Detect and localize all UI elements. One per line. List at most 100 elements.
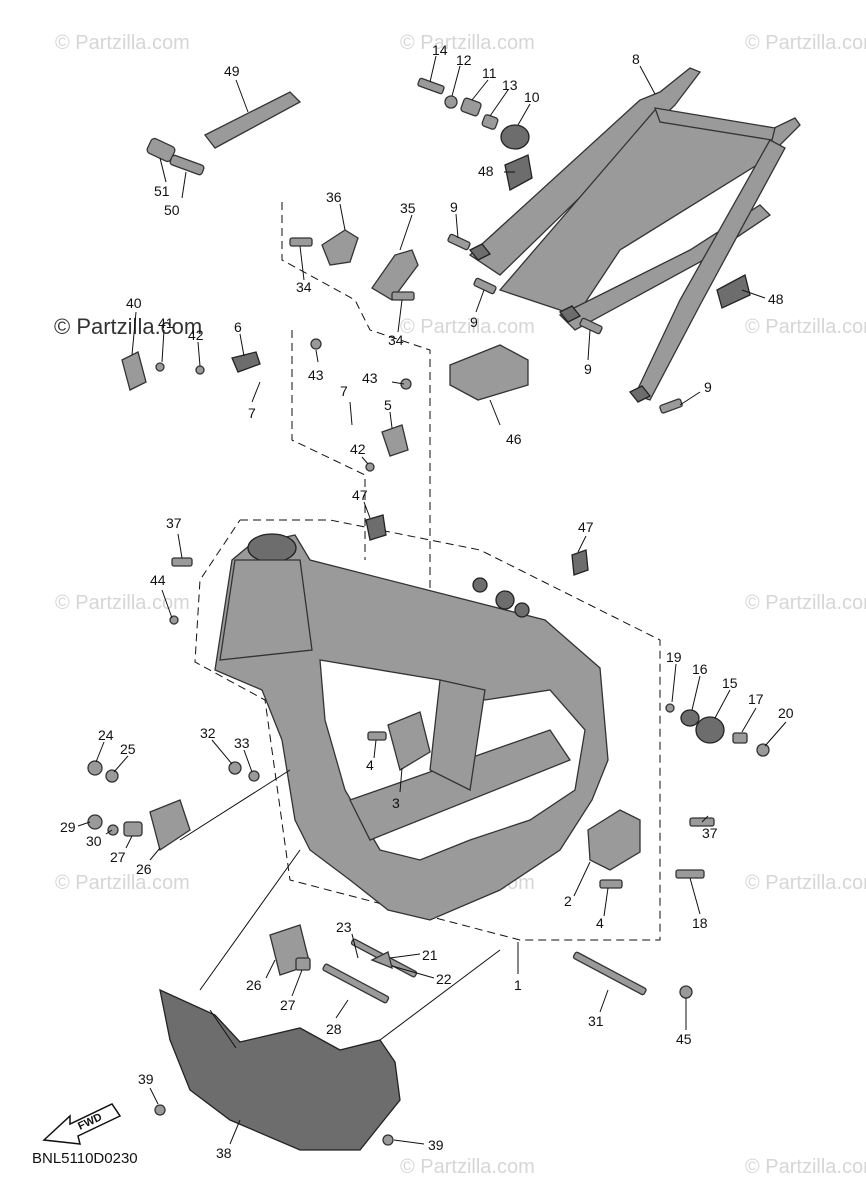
watermark: © Partzilla.com	[400, 32, 535, 54]
callout-label: 40	[126, 295, 142, 311]
callout-label: 39	[138, 1071, 154, 1087]
collar	[680, 709, 700, 727]
watermark: © Partzilla.com	[745, 1156, 866, 1178]
callout-label: 28	[326, 1021, 342, 1037]
callout-label: 29	[60, 819, 76, 835]
callout-label: 15	[722, 675, 738, 691]
clamp	[370, 951, 393, 970]
washer	[105, 769, 119, 783]
nut	[87, 814, 103, 830]
callout-label: 26	[136, 861, 152, 877]
callout-label: 1	[514, 977, 522, 993]
nut	[365, 462, 375, 472]
bolt	[154, 1104, 166, 1116]
skid-plate	[159, 988, 401, 1151]
callout-label: 47	[578, 519, 594, 535]
engine-mount-bracket	[149, 799, 191, 852]
callout-label: 39	[428, 1137, 444, 1153]
callout-label: 2	[564, 893, 572, 909]
callout-label: 23	[336, 919, 352, 935]
callout-label: 8	[632, 51, 640, 67]
nut	[679, 985, 693, 999]
bracket	[321, 229, 359, 266]
callout-label: 34	[296, 279, 312, 295]
watermark: © Partzilla.com	[55, 872, 190, 894]
callout-label: 34	[388, 332, 404, 348]
callout-label: 20	[778, 705, 794, 721]
engine-mount-bracket	[587, 809, 641, 871]
callout-label: 37	[166, 515, 182, 531]
long-bolt	[572, 951, 647, 996]
callout-label: 21	[422, 947, 438, 963]
callout-label: 33	[234, 735, 250, 751]
callout-label: 51	[154, 183, 170, 199]
callout-label: 9	[470, 314, 478, 330]
callout-label: 16	[692, 661, 708, 677]
nut	[155, 362, 165, 372]
bolt	[289, 237, 313, 247]
collar	[123, 821, 143, 837]
washer	[248, 770, 260, 782]
collar	[732, 732, 748, 744]
clamp	[381, 424, 409, 457]
callout-label: 4	[366, 757, 374, 773]
callout-label: 36	[326, 189, 342, 205]
callout-label: 30	[86, 833, 102, 849]
callout-label: 13	[502, 77, 518, 93]
callout-label: 46	[506, 431, 522, 447]
callout-label: 48	[478, 163, 494, 179]
assembly-outline	[291, 330, 366, 560]
callout-label: 43	[308, 367, 324, 383]
strut-arm	[204, 91, 302, 149]
callout-label: 17	[748, 691, 764, 707]
bolt	[599, 879, 623, 889]
callout-label: 42	[188, 327, 204, 343]
callout-label: 37	[702, 825, 718, 841]
callout-label: 6	[234, 319, 242, 335]
callout-label: 44	[150, 572, 166, 588]
watermark: © Partzilla.com	[400, 316, 535, 338]
watermark: © Partzilla.com	[55, 32, 190, 54]
callout-label: 43	[362, 370, 378, 386]
clip	[121, 351, 147, 391]
watermark: © Partzilla.com	[55, 592, 190, 614]
callout-label: 47	[352, 487, 368, 503]
callout-label: 18	[692, 915, 708, 931]
rubber-pad	[504, 154, 533, 191]
assembly-outline	[194, 519, 661, 941]
callout-label: 7	[340, 383, 348, 399]
cable-guide	[571, 549, 589, 576]
callout-label: 10	[524, 89, 540, 105]
rear-subframe	[468, 67, 801, 403]
cable-guide	[365, 514, 387, 541]
callout-label: 9	[450, 199, 458, 215]
callout-label: 14	[432, 42, 448, 58]
callout-label: 5	[384, 397, 392, 413]
nut	[195, 365, 205, 375]
callout-label: 22	[436, 971, 452, 987]
callout-label: 50	[164, 202, 180, 218]
brand-label: © Partzilla.com	[54, 314, 203, 339]
mount-plate	[449, 344, 529, 401]
callout-label: 31	[588, 1013, 604, 1029]
bolt	[171, 557, 193, 567]
callout-label: 27	[110, 849, 126, 865]
assembly-outline	[281, 202, 431, 620]
watermark: © Partzilla.com	[745, 592, 866, 614]
bolt	[473, 277, 497, 295]
callout-label: 25	[120, 741, 136, 757]
callout-label: 26	[246, 977, 262, 993]
callout-label: 35	[400, 200, 416, 216]
callout-label: 45	[676, 1031, 692, 1047]
callout-label: 32	[200, 725, 216, 741]
callout-label: 49	[224, 63, 240, 79]
bolt	[447, 233, 471, 251]
guide	[231, 351, 261, 373]
bolt	[675, 869, 705, 879]
bolt	[382, 1134, 394, 1146]
nut	[665, 703, 675, 713]
callout-label: 3	[392, 795, 400, 811]
nut	[87, 760, 103, 776]
